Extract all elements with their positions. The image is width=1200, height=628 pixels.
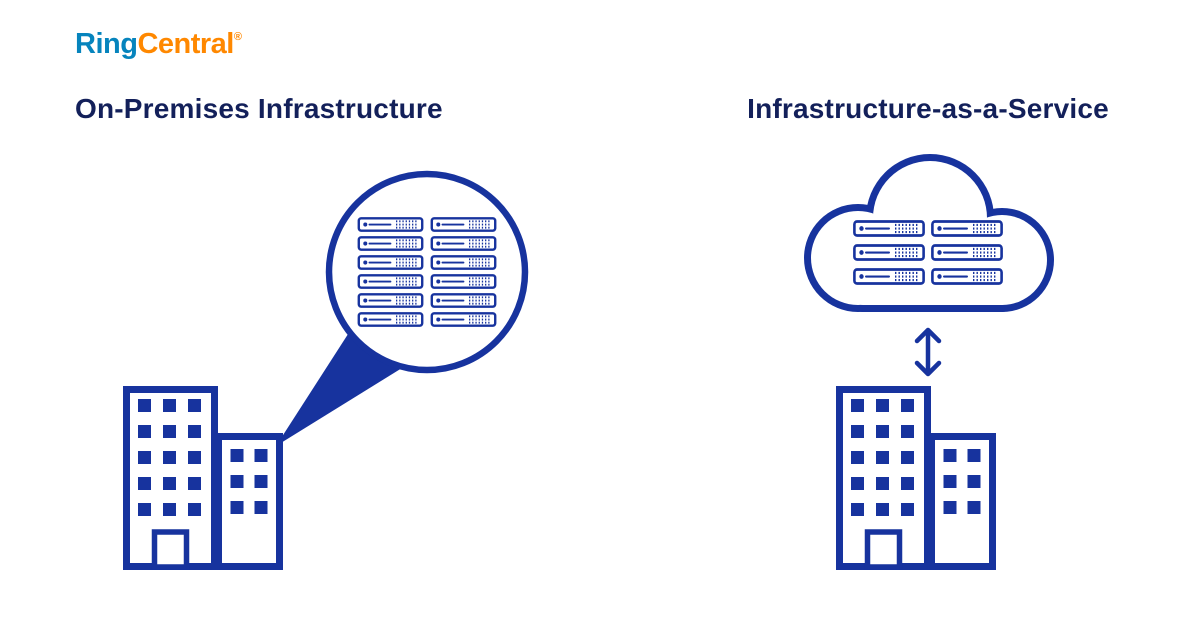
registered-trademark-symbol: ® <box>233 31 242 43</box>
on-premises-title: On-Premises Infrastructure <box>75 93 443 124</box>
cloud-icon <box>804 154 1054 312</box>
building-icon <box>127 390 280 568</box>
logo-text-ring: Ring <box>75 28 138 60</box>
building-icon <box>840 390 993 568</box>
on-premises-illustration <box>127 170 529 568</box>
ringcentral-logo: RingCentral® <box>75 28 242 60</box>
callout-beam <box>276 331 402 446</box>
logo-text-central: Central <box>137 28 234 60</box>
iaas-title: Infrastructure-as-a-Service <box>747 93 1109 124</box>
magnifier-callout-icon <box>325 170 529 374</box>
iaas-illustration <box>804 154 1054 567</box>
double-arrow-icon <box>914 327 942 377</box>
